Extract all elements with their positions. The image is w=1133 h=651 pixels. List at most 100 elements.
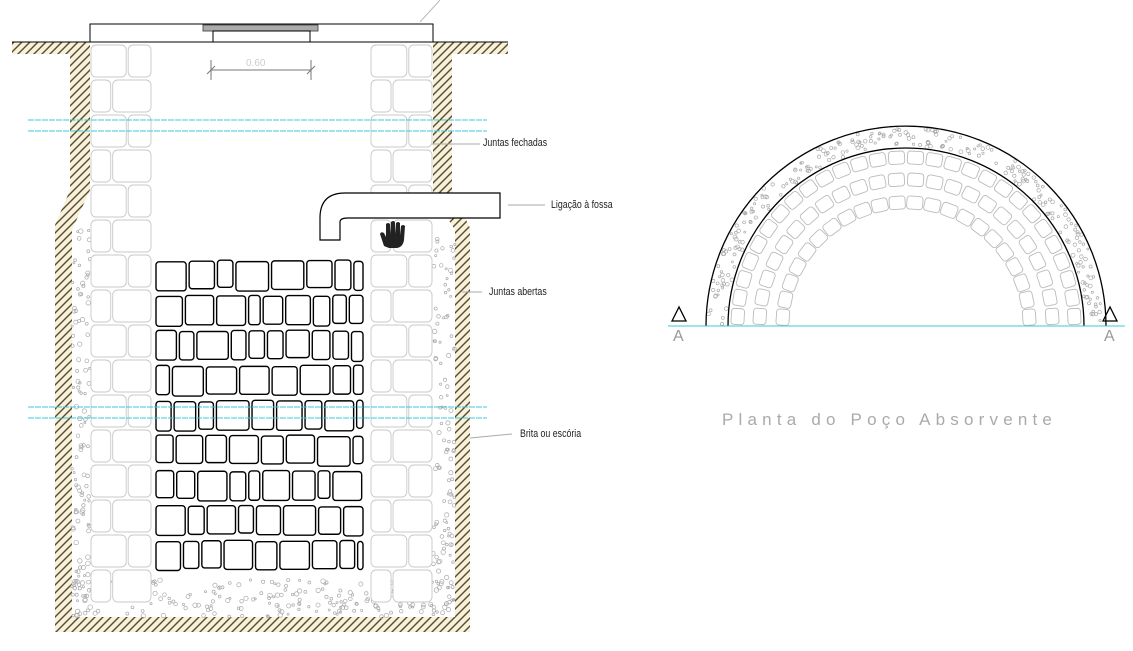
- plan-stone: [888, 195, 906, 211]
- plan-stone: [923, 197, 942, 214]
- open-joint-stone: [182, 540, 200, 570]
- plan-stone: [759, 218, 778, 239]
- gravel-pebble: [160, 612, 166, 619]
- plan-stone: [995, 242, 1015, 262]
- plan-gravel-pebble: [1018, 169, 1022, 173]
- plan-gravel-pebble: [1074, 235, 1080, 240]
- gravel-pebble: [439, 579, 445, 584]
- plan-gravel-pebble: [895, 127, 900, 132]
- inner-ring: [727, 147, 1085, 327]
- plan-gravel-pebble: [1009, 167, 1013, 171]
- open-joint-stone: [262, 469, 291, 502]
- plan-gravel-pebble: [895, 141, 899, 146]
- wall-block: [112, 289, 152, 323]
- plan-gravel-pebble: [989, 148, 994, 152]
- gravel-pebble: [73, 539, 79, 546]
- plan-gravel-pebble: [926, 140, 931, 145]
- open-joint-stone: [317, 506, 342, 535]
- gravel-pebble: [201, 613, 206, 618]
- gravel-pebble: [445, 394, 449, 397]
- wall-block: [90, 219, 112, 253]
- wall-block: [392, 149, 433, 183]
- plan-stone: [784, 190, 804, 210]
- plan-gravel-pebble: [724, 249, 729, 254]
- wall-block: [112, 569, 152, 603]
- plan-gravel-pebble: [734, 230, 738, 235]
- plan-gravel-pebble: [1059, 204, 1063, 208]
- gravel-pebble: [72, 471, 76, 474]
- open-joint-stone: [334, 259, 352, 291]
- gravel-pebble: [75, 569, 81, 574]
- gravel-pebble: [450, 585, 455, 590]
- gravel-pebble: [440, 610, 446, 616]
- plan-stone: [815, 195, 835, 214]
- open-joint-stone: [155, 329, 178, 361]
- open-joint-stone: [155, 469, 175, 499]
- plan-gravel-pebble: [1037, 195, 1042, 199]
- hand-cursor-icon[interactable]: [380, 221, 405, 248]
- gravel-pebble: [448, 408, 454, 414]
- plan-gravel-pebble: [724, 306, 729, 311]
- open-joint-stone: [271, 365, 298, 396]
- plan-gravel-pebble: [906, 136, 912, 141]
- plan-gravel-pebble: [980, 146, 985, 151]
- plan-gravel-pebble: [1077, 270, 1080, 274]
- guide-lines: [28, 119, 487, 419]
- open-joint-stone: [201, 540, 222, 569]
- gravel-pebble: [140, 609, 145, 613]
- plan-gravel-pebble: [1086, 274, 1090, 278]
- gravel-pebble: [439, 382, 443, 386]
- wall-block: [90, 464, 127, 498]
- plan-gravel-pebble: [918, 143, 923, 147]
- open-joint-stone: [187, 505, 205, 536]
- well-plan-view: [668, 125, 1125, 327]
- gravel-pebble: [452, 503, 457, 508]
- plan-stone: [837, 208, 857, 227]
- plan-gravel-pebble: [1034, 180, 1038, 184]
- plan-gravel-pebble: [1031, 175, 1036, 180]
- plan-stone: [1008, 190, 1028, 210]
- open-joint-stone: [270, 260, 305, 291]
- wall-block: [127, 184, 152, 218]
- plan-gravel-pebble: [1081, 242, 1085, 246]
- gravel-pebble: [445, 384, 450, 389]
- gravel-pebble: [73, 319, 79, 325]
- gravel-pebble: [428, 602, 434, 607]
- section-mark-right: A: [1104, 328, 1115, 345]
- gravel-pebble: [267, 601, 272, 605]
- wall-block: [408, 44, 433, 78]
- plan-gravel-pebble: [793, 179, 798, 185]
- plan-gravel-pebble: [736, 228, 741, 234]
- plan-gravel-pebble: [1012, 166, 1016, 170]
- wall-block: [127, 44, 152, 78]
- gravel-pebble: [212, 582, 218, 588]
- gravel-pebble: [450, 543, 454, 547]
- plan-stone: [993, 206, 1013, 226]
- plan-gravel-pebble: [767, 207, 771, 211]
- gravel-pebble: [324, 594, 329, 599]
- gravel-pebble: [76, 287, 80, 291]
- plan-stone: [1013, 273, 1031, 293]
- gravel-pebble: [267, 596, 271, 600]
- plan-gravel-pebble: [1063, 224, 1069, 229]
- plan-gravel-pebble: [1072, 242, 1077, 247]
- open-joint-stone: [284, 294, 312, 326]
- gravel-pebble: [438, 340, 442, 344]
- plan-gravel-pebble: [717, 275, 721, 279]
- gravel-pebble: [437, 465, 442, 470]
- wall-block: [370, 534, 408, 568]
- plan-stone: [887, 150, 906, 165]
- plan-stone: [788, 257, 807, 277]
- gravel-pebble: [324, 580, 329, 585]
- wall-block: [90, 184, 127, 218]
- plan-stone: [1067, 307, 1082, 326]
- open-joint-stone: [332, 470, 363, 502]
- plan-stone: [775, 235, 794, 255]
- open-joint-stone: [155, 505, 186, 537]
- gravel-pebble: [217, 594, 222, 599]
- gravel-pebble: [446, 607, 451, 613]
- plan-gravel-pebble: [1026, 171, 1031, 176]
- gravel-pebble: [440, 540, 446, 546]
- plan-gravel-pebble: [793, 167, 797, 171]
- gravel-pebble: [86, 249, 91, 254]
